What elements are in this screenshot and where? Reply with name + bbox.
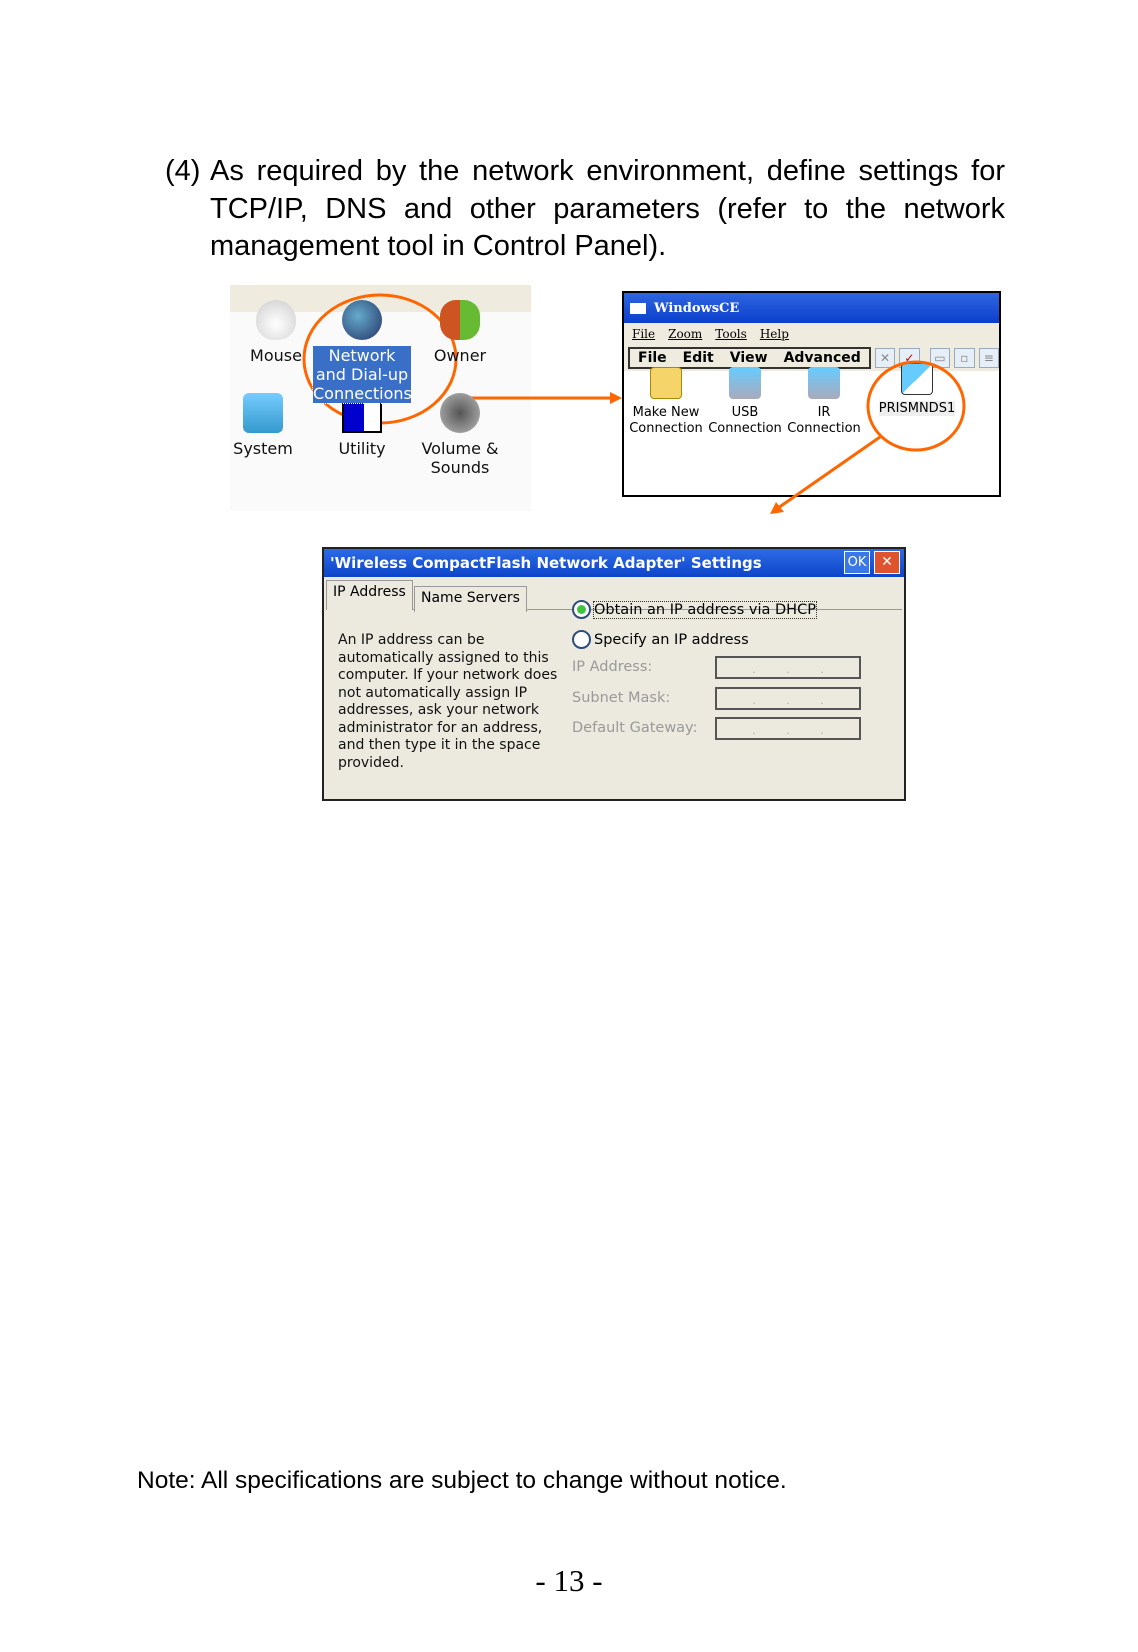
cp-item-system[interactable]: System (213, 393, 313, 458)
owner-icon (440, 300, 480, 340)
label: Owner (433, 346, 487, 365)
label: Connection (787, 421, 861, 436)
ok-button[interactable]: OK (844, 551, 870, 574)
usb-connection-icon (729, 367, 761, 399)
dialog-title: 'Wireless CompactFlash Network Adapter' … (330, 554, 762, 572)
label: Connection (708, 421, 782, 436)
mouse-icon (256, 300, 296, 340)
label: Network and Dial-up Connections (312, 345, 412, 404)
menu-help[interactable]: Help (759, 327, 789, 341)
tab-name-servers[interactable]: Name Servers (414, 586, 527, 612)
cp-item-volume[interactable]: Volume & Sounds (415, 393, 505, 477)
menu2-edit[interactable]: Edit (682, 350, 714, 366)
label: Make New (632, 405, 700, 420)
ir-connection-icon (808, 367, 840, 399)
menu-zoom[interactable]: Zoom (668, 327, 703, 341)
menu2-file[interactable]: File (638, 350, 667, 366)
label: IR (817, 405, 831, 420)
default-gateway-label: Default Gateway: (572, 720, 698, 736)
page-number: - 13 - (535, 1563, 603, 1598)
new-connection-icon (650, 367, 682, 399)
label: System (233, 439, 293, 458)
subnet-mask-input[interactable]: ... (715, 687, 861, 710)
system-icon (243, 393, 283, 433)
network-globe-icon (342, 300, 382, 340)
menu-bar: File Zoom Tools Help (624, 323, 999, 345)
tab-ip-address[interactable]: IP Address (326, 580, 413, 610)
radio-unselected-icon (572, 630, 591, 649)
menu-file[interactable]: File (632, 327, 656, 341)
cp-item-owner[interactable]: Owner (410, 300, 510, 365)
title-bar: WindowsCE (624, 293, 999, 323)
label: Obtain an IP address via DHCP (593, 600, 817, 619)
description-text: An IP address can be automatically assig… (338, 632, 558, 771)
wireless-adapter-icon (901, 363, 933, 395)
arrow-head (770, 502, 784, 514)
subnet-mask-label: Subnet Mask: (572, 690, 671, 706)
label: Specify an IP address (594, 631, 749, 648)
label: Volume & Sounds (421, 439, 499, 477)
window-title: WindowsCE (654, 300, 740, 316)
menu2-advanced[interactable]: Advanced (783, 350, 861, 366)
instruction-paragraph: (4) As required by the network environme… (165, 153, 1005, 266)
step-text: As required by the network environment, … (210, 155, 1005, 262)
menu-tools[interactable]: Tools (715, 327, 747, 341)
label: Connection (629, 421, 703, 436)
radio-selected-icon (572, 600, 591, 619)
close-button[interactable]: ✕ (874, 551, 900, 574)
label: Mouse (250, 346, 302, 365)
dialog-title-bar: 'Wireless CompactFlash Network Adapter' … (324, 549, 904, 577)
command-menu: File Edit View Advanced (628, 347, 871, 369)
cp-item-mouse[interactable]: Mouse (226, 300, 326, 365)
menu2-view[interactable]: View (729, 350, 768, 366)
label: PRISMNDS1 (878, 401, 956, 416)
adapter-settings-dialog: 'Wireless CompactFlash Network Adapter' … (322, 547, 906, 801)
volume-icon (440, 393, 480, 433)
tab-strip: IP Address Name Servers (326, 580, 902, 612)
prismnds1-connection[interactable]: PRISMNDS1 (875, 363, 959, 417)
label: Utility (338, 439, 386, 458)
footnote: Note: All specifications are subject to … (137, 1467, 787, 1494)
details-view-icon[interactable]: ≡ (978, 348, 999, 368)
label: USB (731, 405, 759, 420)
cp-item-network[interactable]: Network and Dial-up Connections (312, 300, 412, 404)
radio-specify[interactable]: Specify an IP address (572, 630, 749, 649)
default-gateway-input[interactable]: ... (715, 717, 861, 740)
arrow-head (610, 392, 622, 404)
radio-dhcp[interactable]: Obtain an IP address via DHCP (572, 600, 817, 619)
ip-address-label: IP Address: (572, 659, 653, 675)
ip-address-input[interactable]: ... (715, 656, 861, 679)
control-panel-screenshot: Mouse Utility Network and Dial-up Connec… (230, 285, 531, 511)
step-number: (4) (165, 155, 201, 187)
window-icon (630, 302, 646, 314)
